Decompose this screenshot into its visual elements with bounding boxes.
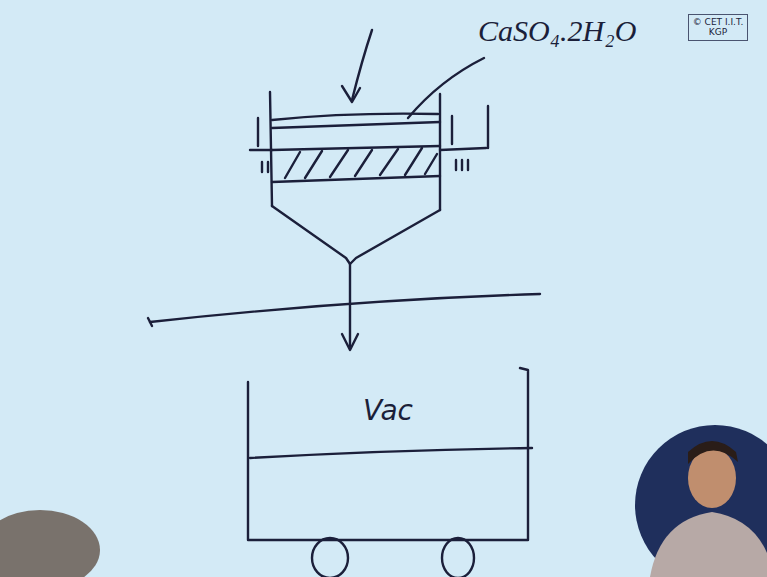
floor-line xyxy=(148,318,152,326)
presenter-hair xyxy=(688,441,738,464)
feed-arrowhead xyxy=(342,86,360,102)
vacuum-tank xyxy=(248,368,528,540)
watermark: © CET I.I.T. KGP xyxy=(688,14,748,41)
cake-hatching xyxy=(285,148,437,178)
side-mark xyxy=(250,118,272,172)
side-mark xyxy=(440,106,488,170)
chemical-formula: CaSO₄.2H₂O xyxy=(478,14,636,48)
filter-medium xyxy=(272,176,440,182)
feed-arrow xyxy=(352,30,372,100)
wheel xyxy=(312,538,348,577)
presenter-body xyxy=(650,512,767,577)
node-text: Vac xyxy=(363,394,413,427)
vacuum-tank-box: Vac xyxy=(250,372,526,448)
funnel xyxy=(272,206,440,264)
cake-top xyxy=(272,146,440,150)
hand-blur xyxy=(0,510,100,577)
leader-line xyxy=(408,58,484,118)
slurry-surface xyxy=(272,114,438,120)
drain-arrowhead xyxy=(342,334,358,350)
liquid-level xyxy=(250,448,532,458)
floor-line xyxy=(150,294,540,322)
wheel xyxy=(442,538,474,577)
presenter-inset xyxy=(635,425,767,577)
cake-top xyxy=(272,122,440,128)
filter-wall xyxy=(439,94,441,210)
